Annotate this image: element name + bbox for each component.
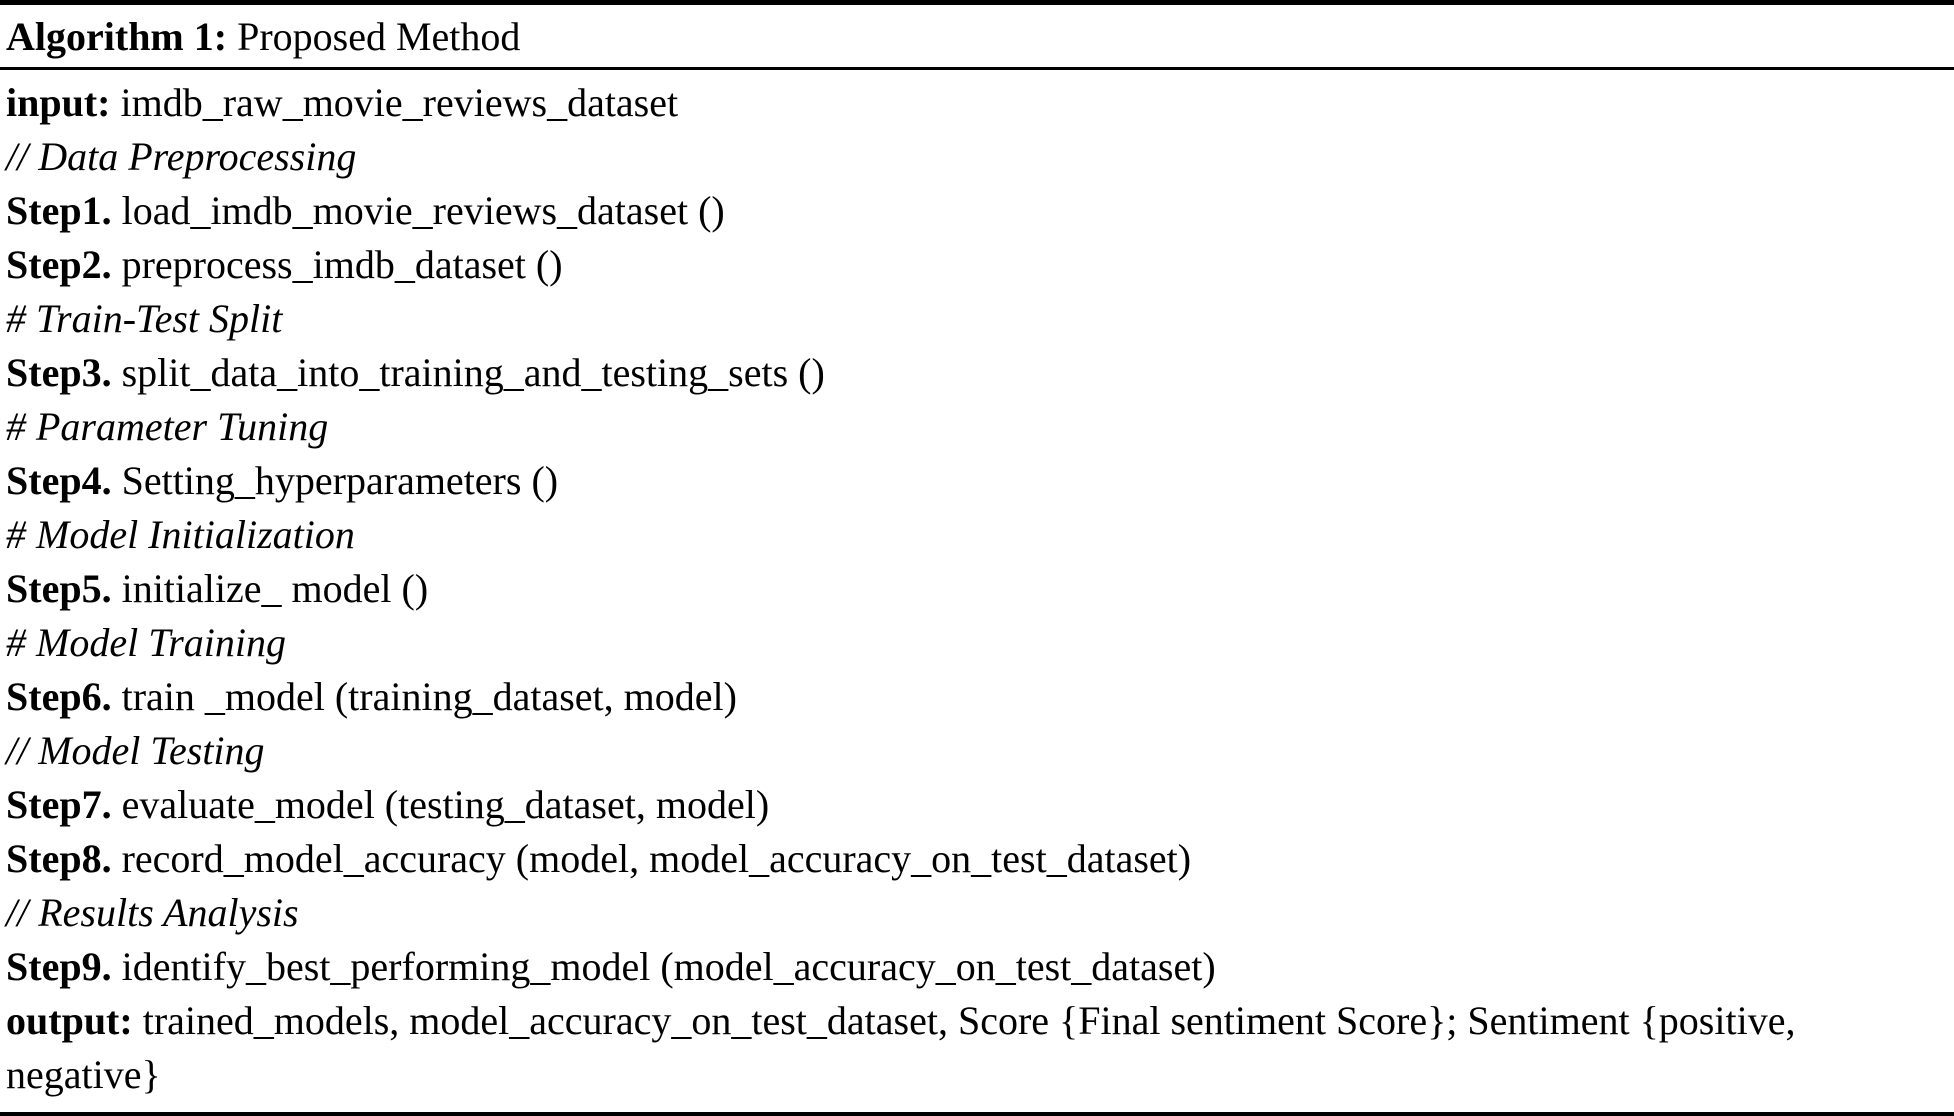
line-keyword: Step2. [6, 242, 112, 287]
line-text: initialize_ model () [111, 566, 429, 611]
line-keyword: Step8. [6, 836, 112, 881]
algorithm-line-step: Step7. evaluate_model (testing_dataset, … [6, 778, 1950, 832]
line-text: record_model_accuracy (model, model_accu… [111, 836, 1192, 881]
line-keyword: Step3. [6, 350, 112, 395]
line-text: identify_best_performing_model (model_ac… [111, 944, 1216, 989]
algorithm-line-comment: # Train-Test Split [6, 292, 1950, 346]
line-text: load_imdb_movie_reviews_dataset () [111, 188, 725, 233]
algorithm-line-comment: # Model Training [6, 616, 1950, 670]
line-text: trained_models, model_accuracy_on_test_d… [6, 998, 1796, 1097]
comment-marker: // [6, 890, 29, 935]
algorithm-caption-title-text: Proposed Method [237, 14, 521, 59]
algorithm-line-step: Step1. load_imdb_movie_reviews_dataset (… [6, 184, 1950, 238]
rule-header-separator [0, 67, 1954, 70]
line-text: imdb_raw_movie_reviews_dataset [110, 80, 679, 125]
line-keyword: Step1. [6, 188, 112, 233]
algorithm-line-step: Step6. train _model (training_dataset, m… [6, 670, 1950, 724]
line-text: train _model (training_dataset, model) [111, 674, 737, 719]
algorithm-line-step: Step3. split_data_into_training_and_test… [6, 346, 1950, 400]
comment-marker: // [6, 134, 29, 179]
comment-text: Data Preprocessing [28, 134, 357, 179]
comment-text: Parameter Tuning [26, 404, 329, 449]
line-keyword: Step4. [6, 458, 112, 503]
algorithm-line-comment: # Parameter Tuning [6, 400, 1950, 454]
algorithm-line-step: Step8. record_model_accuracy (model, mod… [6, 832, 1950, 886]
comment-marker: # [6, 404, 26, 449]
comment-marker: # [6, 296, 26, 341]
line-keyword: output: [6, 998, 133, 1043]
line-keyword: Step9. [6, 944, 112, 989]
rule-bottom-border [0, 1112, 1954, 1116]
comment-text: Model Testing [28, 728, 265, 773]
comment-text: Results Analysis [28, 890, 299, 935]
comment-marker: // [6, 728, 29, 773]
rule-top-border [0, 0, 1954, 5]
algorithm-line-comment: # Model Initialization [6, 508, 1950, 562]
comment-text: Model Initialization [26, 512, 355, 557]
algorithm-line-step: Step2. preprocess_imdb_dataset () [6, 238, 1950, 292]
comment-text: Model Training [26, 620, 287, 665]
line-keyword: Step7. [6, 782, 112, 827]
algorithm-line-comment: // Data Preprocessing [6, 130, 1950, 184]
algorithm-caption-title: Proposed Method [227, 14, 520, 59]
comment-marker: # [6, 620, 26, 665]
algorithm-line-step: Step5. initialize_ model () [6, 562, 1950, 616]
algorithm-line-comment: // Model Testing [6, 724, 1950, 778]
algorithm-line-input: input: imdb_raw_movie_reviews_dataset [6, 76, 1950, 130]
algorithm-lines: input: imdb_raw_movie_reviews_dataset //… [4, 70, 1950, 1112]
comment-marker: # [6, 512, 26, 557]
line-keyword: Step6. [6, 674, 112, 719]
line-keyword: Step5. [6, 566, 112, 611]
algorithm-line-output: output: trained_models, model_accuracy_o… [6, 994, 1950, 1102]
algorithm-line-comment: // Results Analysis [6, 886, 1950, 940]
algorithm-caption-label: Algorithm 1: [6, 14, 228, 59]
line-text: Setting_hyperparameters () [111, 458, 559, 503]
algorithm-line-step: Step9. identify_best_performing_model (m… [6, 940, 1950, 994]
algorithm-line-step: Step4. Setting_hyperparameters () [6, 454, 1950, 508]
line-text: evaluate_model (testing_dataset, model) [111, 782, 770, 827]
algorithm-caption: Algorithm 1: Proposed Method [4, 5, 1950, 67]
line-keyword: input: [6, 80, 111, 125]
comment-text: Train-Test Split [26, 296, 283, 341]
line-text: split_data_into_training_and_testing_set… [111, 350, 825, 395]
line-text: preprocess_imdb_dataset () [111, 242, 563, 287]
